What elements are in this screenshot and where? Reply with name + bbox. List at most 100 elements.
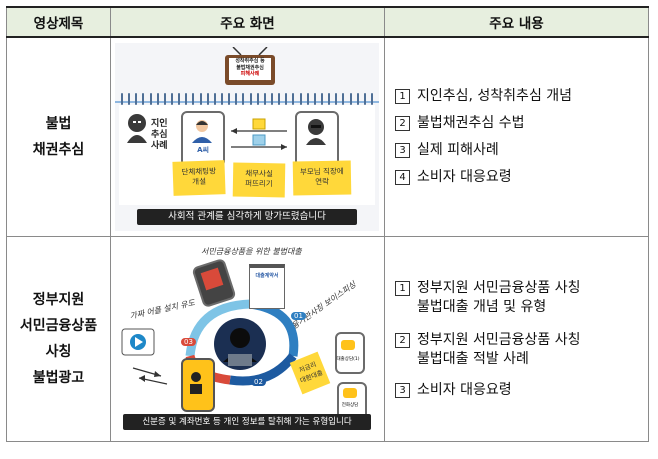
item-text: 지인추심, 성착취추심 개념 — [417, 88, 573, 104]
spiral-ring — [228, 93, 231, 105]
spiral-ring — [149, 93, 152, 105]
spiral-ring — [170, 93, 173, 105]
spiral-ring — [278, 93, 281, 105]
arrows-icon — [132, 367, 168, 385]
row-title-line: 채권추심 — [32, 142, 85, 158]
image-caption: 신분증 및 계좌번호 등 개인 정보를 탈취해 가는 유형입니다 — [123, 414, 371, 430]
loan-contract-document — [249, 264, 285, 309]
spiral-ring — [256, 93, 259, 105]
row-title-line: 서민금융상품 — [19, 318, 98, 334]
yellow-chat-icon — [341, 340, 355, 350]
spiral-ring — [320, 93, 323, 105]
fake-loan-ad-illustration: 서민금융상품을 위한 불법대출 가짜 어플 설치 유도 금융기관사칭 보이스피싱 — [115, 242, 379, 436]
table-row: 불법 채권추심 성착취추심 등 불법채권추심 피해사례 — [6, 36, 649, 237]
spiral-ring — [349, 93, 352, 105]
spiral-ring — [178, 93, 181, 105]
item-text: 실제 피해사례 — [417, 142, 499, 158]
item-text: 정부지원 서민금융상품 사칭 불법대출 적발 사례 — [417, 331, 581, 367]
spiral-ring — [185, 93, 188, 105]
person-avatar-icon — [192, 120, 212, 143]
spiral-ring — [163, 93, 166, 105]
phone-label: 전화상담 — [341, 403, 359, 408]
spiral-ring — [263, 93, 266, 105]
spiral-ring — [299, 93, 302, 105]
item-number: 4 — [395, 170, 410, 185]
row-title: 정부지원 서민금융상품 사칭 불법광고 — [6, 236, 111, 442]
spiral-ring — [206, 93, 209, 105]
phone-label: 대출상담(1) — [336, 357, 360, 362]
spiral-ring — [328, 93, 331, 105]
item-number: 2 — [395, 116, 410, 131]
exchange-arrows-icon — [231, 118, 287, 150]
item-text: 소비자 대응요령 — [417, 381, 512, 398]
spiral-ring — [142, 93, 145, 105]
list-item: 3 실제 피해사례 — [395, 141, 648, 160]
summary-table-wrapper: 영상제목 주요 화면 주요 내용 불법 채권추심 — [6, 6, 649, 446]
header-video-title: 영상제목 — [6, 6, 111, 38]
list-item: 2 불법채권추심 수법 — [395, 114, 648, 133]
tv-screen-text: 성착취추심 등 불법채권추심 피해사례 — [230, 58, 270, 78]
screen-image-cell: 성착취추심 등 불법채권추심 피해사례 — [110, 36, 385, 237]
yellow-chat-icon — [343, 388, 357, 398]
spiral-ring — [192, 93, 195, 105]
spiral-ring — [135, 93, 138, 105]
sticky-note: 채무사실 퍼뜨리기 — [232, 162, 286, 198]
tv-text-line: 피해사례 — [240, 71, 260, 77]
header-main-screen: 주요 화면 — [110, 6, 385, 38]
item-number: 1 — [395, 89, 410, 104]
item-number: 3 — [395, 382, 410, 398]
step-badge: 01 — [291, 312, 306, 320]
list-item: 1 지인추심, 성착취추심 개념 — [395, 87, 648, 106]
step-badge: 03 — [181, 338, 196, 346]
spiral-ring — [242, 93, 245, 105]
document-label: 대출계약서 — [255, 273, 279, 279]
phone-user-label: A씨 — [197, 146, 209, 154]
screen-image-cell: 서민금융상품을 위한 불법대출 가짜 어플 설치 유도 금융기관사칭 보이스피싱 — [110, 236, 385, 442]
row-title-line: 불법광고 — [32, 370, 85, 386]
spiral-ring — [121, 93, 123, 105]
sticky-note: 부모님 직장에 연락 — [292, 160, 352, 196]
spiral-ring — [249, 93, 252, 105]
row-title-line: 불법 — [45, 116, 72, 132]
tv-text-line: 성착취추심 등 — [235, 58, 265, 64]
spiral-ring — [335, 93, 338, 105]
side-label: 지인 추심 사례 — [151, 119, 168, 152]
step-badge: 02 — [251, 378, 266, 386]
spiral-ring — [313, 93, 316, 105]
person-silhouette-icon — [190, 372, 202, 394]
spiral-ring — [128, 93, 131, 105]
tv-text-line: 불법채권추심 — [236, 64, 264, 71]
handwritten-note-top: 서민금융상품을 위한 불법대출 — [201, 247, 302, 256]
spiral-ring — [363, 93, 366, 105]
spiral-ring — [306, 93, 309, 105]
spiral-ring — [292, 93, 295, 105]
item-text: 불법채권추심 수법 — [417, 115, 525, 131]
hooded-person-icon — [127, 114, 147, 143]
image-caption: 사회적 관계를 심각하게 망가뜨렸습니다 — [137, 209, 357, 225]
table-header-row: 영상제목 주요 화면 주요 내용 — [6, 6, 649, 38]
row-title: 불법 채권추심 — [6, 36, 111, 237]
spiral-ring — [156, 93, 159, 105]
item-number: 3 — [395, 143, 410, 158]
row-title-line: 정부지원 — [32, 292, 85, 308]
sticky-note: 단체채팅방 개설 — [172, 160, 226, 196]
hooded-collector-icon — [306, 119, 326, 145]
item-number: 2 — [395, 332, 410, 348]
side-label-line: 지인 — [151, 119, 168, 129]
item-text: 정부지원 서민금융상품 사칭 불법대출 개념 및 유형 — [417, 279, 581, 315]
spiral-ring — [220, 93, 223, 105]
side-label-line: 추심 — [151, 130, 168, 140]
spiral-binding-decoration — [115, 101, 379, 103]
spiral-ring — [342, 93, 345, 105]
tv-icon — [225, 47, 275, 85]
table-row: 정부지원 서민금융상품 사칭 불법광고 서민금융상품을 위한 불법대출 가짜 어… — [6, 236, 649, 442]
consult-phone — [335, 332, 365, 374]
spiral-ring — [285, 93, 288, 105]
spiral-ring — [356, 93, 359, 105]
spiral-ring — [199, 93, 202, 105]
video-summary-table: 영상제목 주요 화면 주요 내용 불법 채권추심 — [6, 6, 649, 442]
spiral-ring — [235, 93, 238, 105]
